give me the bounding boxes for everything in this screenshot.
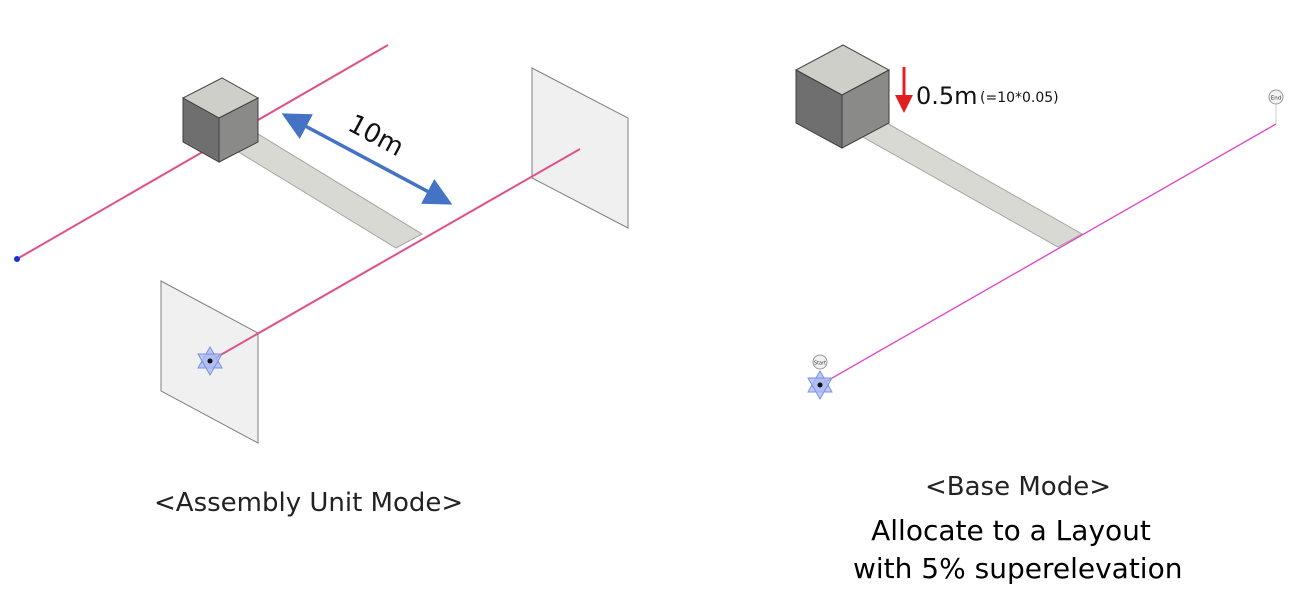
- assembly-mode-caption: <Assembly Unit Mode>: [154, 488, 464, 518]
- dimension-arrow: [281, 113, 453, 205]
- offset-value: 0.5m: [916, 82, 978, 110]
- layout-line: [819, 123, 1277, 386]
- description-line-2: with 5% superelevation: [853, 552, 1183, 585]
- base-mode-caption: <Base Mode>: [925, 472, 1111, 502]
- svg-text:Start: Start: [814, 361, 826, 367]
- end-marker-icon: End: [1268, 89, 1284, 105]
- svg-text:End: End: [1271, 96, 1281, 102]
- cube-object: [181, 77, 260, 163]
- assembly-unit-diagram: 10m: [14, 44, 629, 444]
- allocation-description: Allocate to a Layout with 5% superelevat…: [853, 512, 1183, 588]
- beam-right: [852, 117, 1084, 248]
- end-section-plane: [531, 67, 629, 229]
- cube-object-right: [794, 44, 891, 149]
- origin-gizmo-icon: [197, 345, 223, 377]
- base-mode-diagram: 0.5m (=10*0.05) End Start: [794, 44, 1284, 401]
- origin-gizmo-icon-right: [807, 369, 833, 401]
- start-marker-icon: Start: [812, 354, 828, 370]
- offset-formula: (=10*0.05): [980, 90, 1059, 106]
- lower-alignment-line: [209, 148, 581, 362]
- description-line-1: Allocate to a Layout: [871, 514, 1151, 547]
- dimension-label: 10m: [343, 109, 409, 163]
- alignment-start-point: [14, 256, 20, 262]
